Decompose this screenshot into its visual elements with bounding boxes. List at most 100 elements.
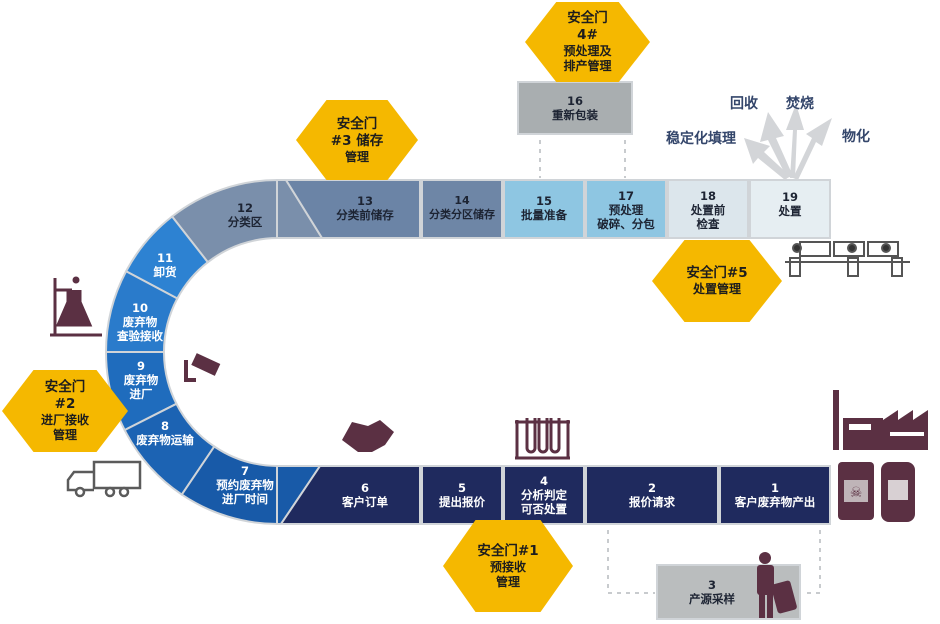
step-text: 分类区 bbox=[227, 215, 263, 229]
step-number: 11 bbox=[156, 251, 173, 265]
gate-title: 安全门 bbox=[44, 379, 86, 395]
gate-text: 管理 bbox=[344, 149, 369, 164]
gate-title: 安全门 bbox=[567, 10, 608, 26]
step-number: 13 bbox=[356, 194, 373, 208]
step-number: 19 bbox=[781, 190, 798, 204]
step-text: 卸货 bbox=[153, 265, 177, 279]
segment-15 bbox=[503, 179, 585, 239]
step-text: 预处理 bbox=[608, 203, 644, 217]
svg-text:☠: ☠ bbox=[850, 485, 863, 501]
gate-title: #2 bbox=[54, 396, 76, 412]
segment-2 bbox=[585, 465, 719, 525]
step-number: 8 bbox=[160, 419, 169, 433]
camera-icon bbox=[184, 353, 221, 382]
segment-13 bbox=[284, 179, 421, 239]
worker-icon bbox=[757, 552, 797, 618]
outcome-recycle: 回收 bbox=[730, 96, 758, 112]
gate-title: 安全门 bbox=[336, 115, 378, 132]
step-text: 预约废弃物 bbox=[216, 478, 274, 492]
dotted-connectors bbox=[539, 140, 821, 594]
step-text: 分类前储存 bbox=[336, 208, 394, 222]
segment-4 bbox=[503, 465, 585, 525]
segment-14 bbox=[421, 179, 503, 239]
gate-title: 安全门#5 bbox=[686, 265, 748, 281]
handshake-icon bbox=[342, 420, 394, 452]
gate-title: 安全门#1 bbox=[477, 542, 539, 559]
box-3 bbox=[656, 564, 801, 620]
step-number: 4 bbox=[539, 474, 548, 488]
step-number: 9 bbox=[136, 359, 145, 373]
step-text: 客户废弃物产出 bbox=[734, 495, 816, 509]
step-text: 查验接收 bbox=[117, 329, 163, 343]
segment-17 bbox=[585, 179, 667, 239]
gate-text: 管理 bbox=[495, 574, 520, 589]
gate-text: 管理 bbox=[52, 428, 77, 442]
gate-text: 预接收 bbox=[489, 559, 526, 574]
segment-19 bbox=[749, 179, 831, 239]
step-text: 批量准备 bbox=[521, 208, 567, 222]
flask-icon bbox=[50, 276, 102, 337]
outcome-physchem: 物化 bbox=[842, 129, 870, 145]
step-text: 处置 bbox=[778, 204, 802, 218]
gate-title: #3 储存 bbox=[330, 132, 384, 149]
step-number: 17 bbox=[617, 189, 634, 203]
operators-icon bbox=[785, 241, 910, 277]
step-text: 进厂 bbox=[129, 387, 153, 401]
truck-icon bbox=[66, 460, 142, 498]
step-number: 15 bbox=[535, 194, 552, 208]
gate-text: 进厂接收 bbox=[40, 413, 89, 427]
step-number: 10 bbox=[131, 301, 148, 315]
step-text: 废弃物运输 bbox=[136, 433, 194, 447]
step-number: 2 bbox=[647, 481, 656, 495]
segment-6 bbox=[279, 465, 421, 525]
gate-text: 处置管理 bbox=[692, 282, 741, 296]
step-text: 废弃物 bbox=[123, 373, 159, 387]
step-number: 3 bbox=[707, 578, 716, 592]
step-text: 提出报价 bbox=[439, 495, 485, 509]
security-gate-3: 安全门#3 储存管理 bbox=[296, 100, 418, 180]
outcome-landfill: 稳定化填理 bbox=[666, 131, 736, 147]
step-text: 检查 bbox=[696, 217, 720, 231]
box-16 bbox=[517, 81, 633, 135]
step-text: 分析判定 bbox=[521, 488, 567, 502]
step-text: 进厂时间 bbox=[222, 492, 268, 506]
step-number: 16 bbox=[566, 94, 583, 108]
step-number: 5 bbox=[457, 481, 466, 495]
outcome-incinerate: 焚烧 bbox=[786, 96, 814, 112]
step-text: 报价请求 bbox=[629, 495, 675, 509]
segment-1 bbox=[719, 465, 831, 525]
test-tubes-icon bbox=[515, 418, 570, 460]
gate-text: 排产管理 bbox=[563, 59, 612, 73]
gate-text: 预处理及 bbox=[563, 44, 612, 58]
step-number: 12 bbox=[236, 201, 253, 215]
step-text: 重新包装 bbox=[552, 108, 598, 122]
factory-icon bbox=[833, 390, 928, 450]
segment-18 bbox=[667, 179, 749, 239]
step-text: 破碎、分包 bbox=[597, 217, 655, 231]
step-text: 废弃物 bbox=[122, 315, 158, 329]
step-text: 可否处置 bbox=[521, 502, 567, 516]
step-number: 1 bbox=[770, 481, 779, 495]
step-text: 产源采样 bbox=[689, 592, 735, 606]
